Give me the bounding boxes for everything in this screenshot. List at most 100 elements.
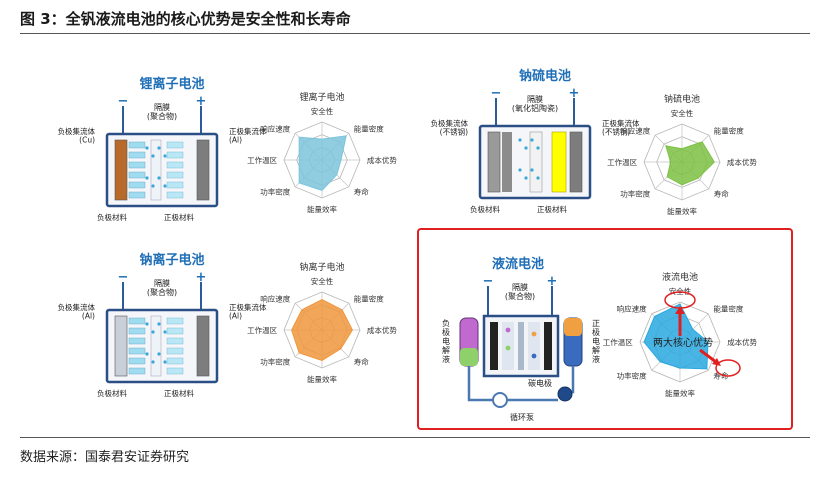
svg-text:正: 正 xyxy=(592,319,600,328)
lifetime-highlight-circle xyxy=(715,359,741,377)
positive-material-layer xyxy=(166,357,184,365)
battery-schematic-0: 锂离子电池−+隔膜(聚合物)负极集流体(Cu)正极集流体(Al)负极材料正极材料 xyxy=(58,76,267,222)
negative-material-layer xyxy=(128,191,146,199)
positive-collector-plate xyxy=(196,139,210,201)
negative-material-label: 负极材料 xyxy=(97,212,127,222)
radar-series-area xyxy=(643,303,709,370)
battery-schematic-1: 钠硫电池−+隔膜(氧化铝陶瓷)负极集流体(不锈钢)正极集流体(不锈钢)负极材料正… xyxy=(431,68,640,214)
vanadium-ion xyxy=(505,327,511,333)
radar-axis-label: 功率密度 xyxy=(617,370,647,380)
negative-material-layer xyxy=(128,161,146,169)
ion-dot xyxy=(145,322,149,326)
ion-dot xyxy=(157,146,161,150)
ion-dot xyxy=(157,352,161,356)
radar-axis-label: 成本优势 xyxy=(367,325,397,335)
separator-label: 隔膜(聚合物) xyxy=(147,278,177,297)
negative-terminal-sign: − xyxy=(118,270,129,285)
positive-collector-plate xyxy=(569,131,583,193)
negative-material-layer xyxy=(128,367,146,375)
circulation-pump xyxy=(492,392,508,408)
positive-material-layer xyxy=(166,161,184,169)
separator-membrane xyxy=(150,139,162,201)
ion-dot xyxy=(518,138,522,142)
positive-material-block xyxy=(551,131,567,193)
positive-collector-label: 正极集流体(不锈钢) xyxy=(602,118,640,137)
separator-membrane xyxy=(518,322,524,370)
ion-dot xyxy=(530,138,534,142)
svg-text:电: 电 xyxy=(592,336,600,346)
radar-axis-label: 寿命 xyxy=(714,189,729,199)
negative-collector-label: 负极集流体(Cu) xyxy=(58,126,96,145)
safety-arrow-head xyxy=(675,306,685,314)
negative-collector-label: 负极集流体(Al) xyxy=(58,302,96,321)
negative-material-layer xyxy=(128,337,146,345)
battery-schematic-2: 钠离子电池−+隔膜(聚合物)负极集流体(Al)正极集流体(Al)负极材料正极材料 xyxy=(58,252,267,398)
radar-series-area xyxy=(298,135,347,191)
lifetime-arrow-head xyxy=(712,358,721,366)
positive-collector-label: 正极集流体(Al) xyxy=(229,302,267,321)
source-rule xyxy=(20,437,810,438)
radar-axis-label: 响应速度 xyxy=(260,293,290,303)
positive-half-cell xyxy=(528,322,540,370)
ion-dot xyxy=(151,360,155,364)
radar-axis-label: 寿命 xyxy=(354,357,369,367)
svg-text:负: 负 xyxy=(442,318,450,328)
positive-material-layer xyxy=(166,317,184,325)
positive-material-layer xyxy=(166,367,184,375)
radar-axis-label: 能量效率 xyxy=(307,374,337,384)
positive-material-label: 正极材料 xyxy=(537,204,567,214)
circulation-pump-label: 循环泵 xyxy=(510,412,534,422)
negative-material-layer xyxy=(128,141,146,149)
radar-axis-label: 成本优势 xyxy=(367,155,397,165)
negative-material-layer xyxy=(128,171,146,179)
radar-title: 液流电池 xyxy=(662,271,698,283)
radar-axis-label: 成本优势 xyxy=(727,337,757,347)
radar-title: 钠离子电池 xyxy=(299,261,344,273)
ion-dot xyxy=(536,176,540,180)
radar-axis-label: 工作温区 xyxy=(247,325,277,335)
separator-label: 隔膜(聚合物) xyxy=(505,282,535,301)
radar-axis-label: 响应速度 xyxy=(620,125,650,135)
core-advantage-text: 两大核心优势 xyxy=(653,336,713,349)
negative-collector-plate xyxy=(487,131,501,193)
negative-material-layer xyxy=(128,347,146,355)
ion-dot xyxy=(530,168,534,172)
radar-axis-label: 能量效率 xyxy=(307,204,337,214)
ion-dot xyxy=(163,184,167,188)
positive-collector-label: 正极集流体(Al) xyxy=(229,126,267,145)
radar-title: 钠硫电池 xyxy=(664,93,700,105)
radar-series-area xyxy=(291,299,353,361)
negative-electrolyte-level xyxy=(460,348,478,366)
positive-material-layer xyxy=(166,181,184,189)
radar-axis-label: 安全性 xyxy=(669,286,692,296)
battery-name: 液流电池 xyxy=(492,256,544,272)
ion-dot xyxy=(163,330,167,334)
battery-name: 钠硫电池 xyxy=(519,68,571,84)
negative-terminal-sign: − xyxy=(483,274,494,289)
title-rule xyxy=(20,33,810,34)
ion-dot xyxy=(536,146,540,150)
source-note: 数据来源：国泰君安证券研究 xyxy=(20,450,190,465)
ion-dot xyxy=(145,176,149,180)
circulation-pump-positive xyxy=(557,386,573,402)
positive-material-label: 正极材料 xyxy=(164,212,194,222)
negative-terminal-sign: − xyxy=(118,94,129,109)
radar-axis-label: 能量密度 xyxy=(714,125,744,135)
negative-terminal-sign: − xyxy=(491,86,502,101)
radar-axis-label: 工作温区 xyxy=(607,157,637,167)
positive-collector-plate xyxy=(196,315,210,377)
positive-terminal-sign: + xyxy=(196,270,207,285)
radar-axis-label: 能量密度 xyxy=(354,123,384,133)
svg-text:液: 液 xyxy=(592,354,600,364)
negative-collector-label: 负极集流体(不锈钢) xyxy=(431,118,469,137)
positive-material-layer xyxy=(166,347,184,355)
radar-axis-label: 安全性 xyxy=(311,106,334,116)
radar-axis-label: 寿命 xyxy=(354,187,369,197)
positive-terminal-sign: + xyxy=(196,94,207,109)
negative-carbon-electrode xyxy=(490,322,498,370)
negative-material-layer xyxy=(128,181,146,189)
